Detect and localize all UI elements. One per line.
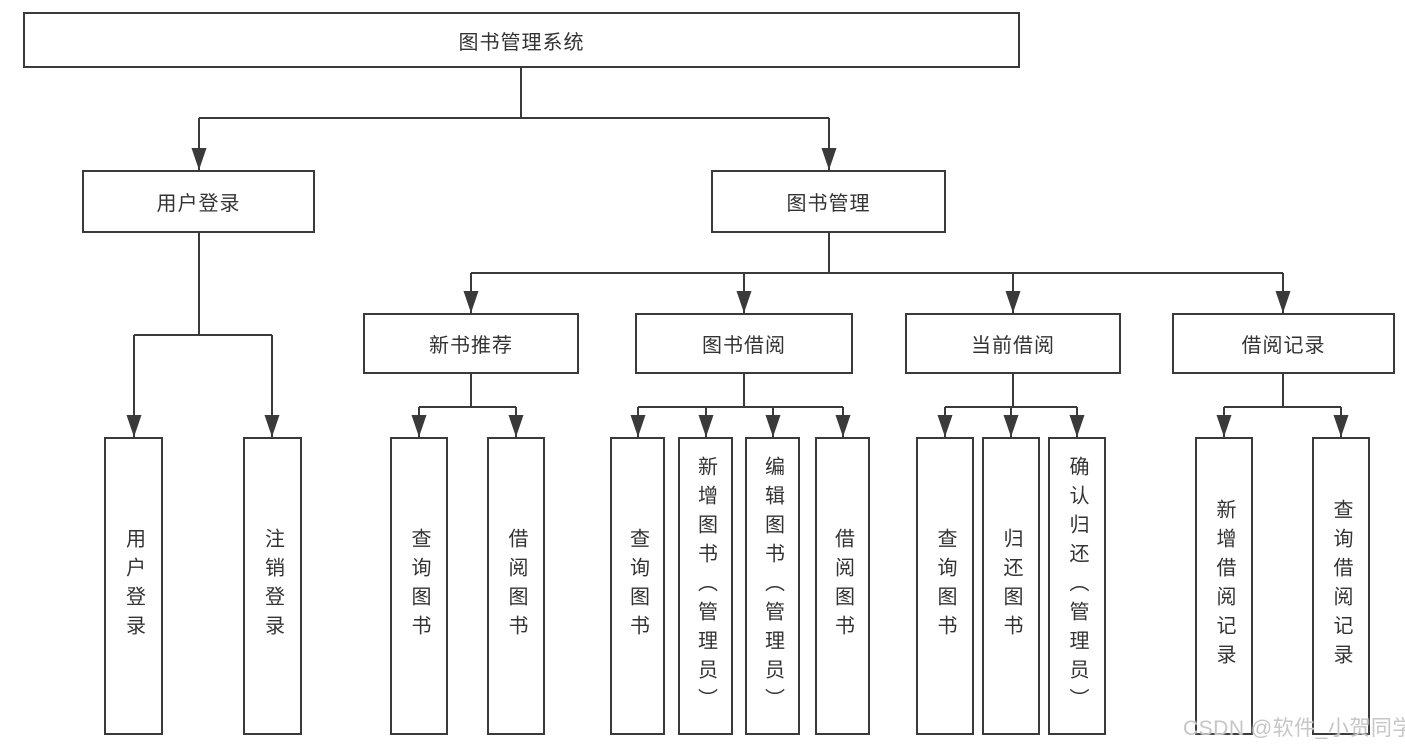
- csdn-watermark: CSDN @软件_小贺同学: [1183, 717, 1405, 740]
- node-label: 借阅记录: [1241, 335, 1326, 357]
- leaf-label: 用户登录: [122, 528, 145, 644]
- leaf-add-borrow-record: 新增借阅记录: [1195, 437, 1253, 735]
- leaf-return-book: 归还图书: [982, 437, 1040, 735]
- leaf-borrow-books-recommend: 借阅图书: [487, 437, 545, 735]
- leaf-label: 查询图书: [626, 528, 649, 644]
- leaf-query-books-borrowing: 查询图书: [610, 437, 665, 735]
- node-label: 图书借阅: [702, 335, 786, 357]
- leaf-label: 确认归还（管理员）: [1066, 455, 1088, 717]
- leaf-user-login: 用户登录: [104, 437, 163, 735]
- leaf-query-borrow-record: 查询借阅记录: [1312, 437, 1370, 735]
- leaf-add-book-admin: 新增图书（管理员）: [678, 437, 733, 735]
- node-library-management-system: 图书管理系统: [23, 12, 1020, 68]
- node-label: 用户登录: [156, 193, 241, 215]
- node-label: 图书管理: [786, 193, 871, 215]
- leaf-label: 借阅图书: [831, 528, 854, 644]
- leaf-label: 新增借阅记录: [1213, 499, 1235, 673]
- node-current-borrowing: 当前借阅: [905, 313, 1121, 374]
- node-book-management: 图书管理: [711, 170, 946, 233]
- node-book-borrowing: 图书借阅: [635, 313, 853, 374]
- leaf-label: 编辑图书（管理员）: [761, 455, 784, 717]
- leaf-label: 借阅图书: [505, 528, 527, 644]
- leaf-confirm-return-admin: 确认归还（管理员）: [1048, 437, 1106, 735]
- node-label: 新书推荐: [429, 335, 513, 357]
- node-borrowing-records: 借阅记录: [1172, 313, 1395, 374]
- leaf-label: 查询图书: [408, 528, 430, 644]
- leaf-label: 注销登录: [261, 528, 284, 644]
- leaf-label: 查询借阅记录: [1330, 499, 1352, 673]
- leaf-logout-login: 注销登录: [243, 437, 302, 735]
- leaf-edit-book-admin: 编辑图书（管理员）: [745, 437, 800, 735]
- leaf-label: 归还图书: [1000, 528, 1022, 644]
- node-label: 当前借阅: [971, 335, 1055, 357]
- leaf-query-books-current: 查询图书: [916, 437, 974, 735]
- leaf-label: 查询图书: [934, 528, 956, 644]
- leaf-label: 新增图书（管理员）: [694, 455, 717, 717]
- node-user-login: 用户登录: [82, 170, 315, 233]
- leaf-query-books-recommend: 查询图书: [390, 437, 448, 735]
- leaf-borrow-books-borrowing: 借阅图书: [815, 437, 870, 735]
- node-label: 图书管理系统: [458, 31, 585, 54]
- node-new-book-recommend: 新书推荐: [363, 313, 579, 374]
